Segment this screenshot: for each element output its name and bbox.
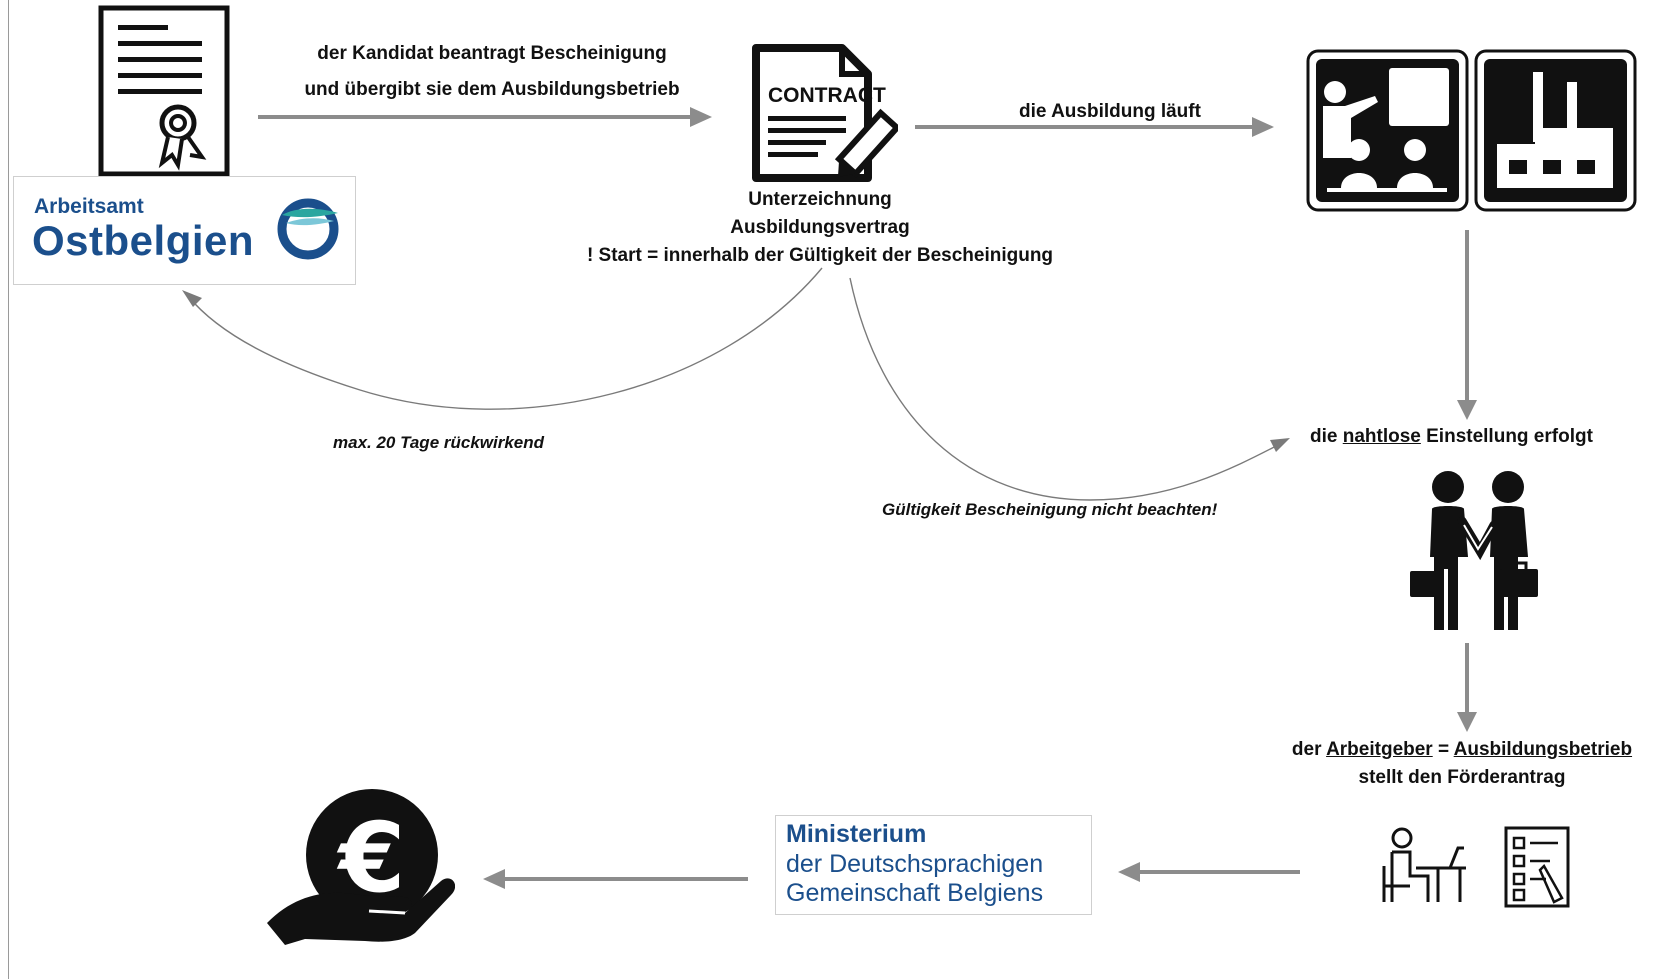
arrowhead-application-to-ministry <box>1118 862 1140 882</box>
arrowhead-hiring-to-application <box>1457 712 1477 732</box>
factory-icon <box>1473 48 1638 213</box>
edge-label-cert-line1: der Kandidat beantragt Bescheinigung <box>317 43 667 64</box>
hiring-label-post: Einstellung erfolgt <box>1420 426 1593 447</box>
checklist-icon <box>1504 826 1570 908</box>
arrowhead-training-to-hiring <box>1457 400 1477 420</box>
application-line1-mid: = <box>1432 739 1454 760</box>
ministry-line3: Gemeinschaft Belgiens <box>786 879 1044 907</box>
application-labels: der Arbeitgeber = Ausbildungsbetrieb ste… <box>1262 736 1662 792</box>
arbeitsamt-logo-line2: Ostbelgien <box>32 217 255 264</box>
certificate-icon <box>98 5 230 177</box>
contract-icon: CONTRACT <box>750 42 902 186</box>
contract-line3: ! Start = innerhalb der Gültigkeit der B… <box>586 245 1054 266</box>
ministry-line2: der Deutschsprachigen <box>786 850 1044 878</box>
hiring-label-underlined: nahtlose <box>1342 426 1421 447</box>
contract-line1: Unterzeichnung <box>748 189 892 210</box>
hiring-label: die nahtlose Einstellung erfolgt <box>1310 423 1593 451</box>
edge-label-cert-to-contract: der Kandidat beantragt Bescheinigung und… <box>262 40 722 104</box>
contract-icon-text: CONTRACT <box>768 84 886 107</box>
arbeitsamt-emblem-icon <box>277 198 339 260</box>
arbeitsamt-logo-line1: Arbeitsamt <box>34 195 144 218</box>
curve-validity <box>849 277 1281 501</box>
euro-hand-icon: € <box>265 785 456 945</box>
left-border <box>8 0 9 979</box>
application-line1: der Arbeitgeber = Ausbildungsbetrieb <box>1262 736 1662 764</box>
edge-label-retroactive: max. 20 Tage rückwirkend <box>333 433 545 452</box>
arrowhead-validity <box>1270 438 1290 452</box>
ministry-logo: Ministerium der Deutschsprachigen Gemein… <box>775 815 1092 915</box>
desk-worker-icon <box>1380 826 1470 906</box>
edge-label-cert-line2: und übergibt sie dem Ausbildungsbetrieb <box>304 79 680 100</box>
ministry-line1: Ministerium <box>786 820 927 848</box>
arrowhead-ministry-to-payment <box>483 869 505 889</box>
handshake-icon <box>1408 465 1538 630</box>
classroom-icon <box>1305 48 1470 213</box>
arrowhead-contract-to-training <box>1252 117 1274 137</box>
arbeitsamt-logo: Arbeitsamt Ostbelgien <box>13 176 356 285</box>
application-line1-pre: der <box>1291 739 1327 760</box>
application-line1-training-company: Ausbildungsbetrieb <box>1453 739 1633 760</box>
contract-line2: Ausbildungsvertrag <box>730 217 910 238</box>
application-line2: stellt den Förderantrag <box>1358 767 1566 788</box>
arrowhead-cert-to-contract <box>690 107 712 127</box>
hiring-label-pre: die <box>1310 426 1343 447</box>
arrowhead-retroactive <box>182 290 202 307</box>
curve-retroactive <box>187 267 823 410</box>
edge-label-contract-to-training: die Ausbildung läuft <box>1019 101 1201 122</box>
edge-label-validity: Gültigkeit Bescheinigung nicht beachten! <box>882 500 1218 519</box>
contract-labels: Unterzeichnung Ausbildungsvertrag ! Star… <box>520 186 1120 270</box>
application-line1-employer: Arbeitgeber <box>1326 739 1433 760</box>
